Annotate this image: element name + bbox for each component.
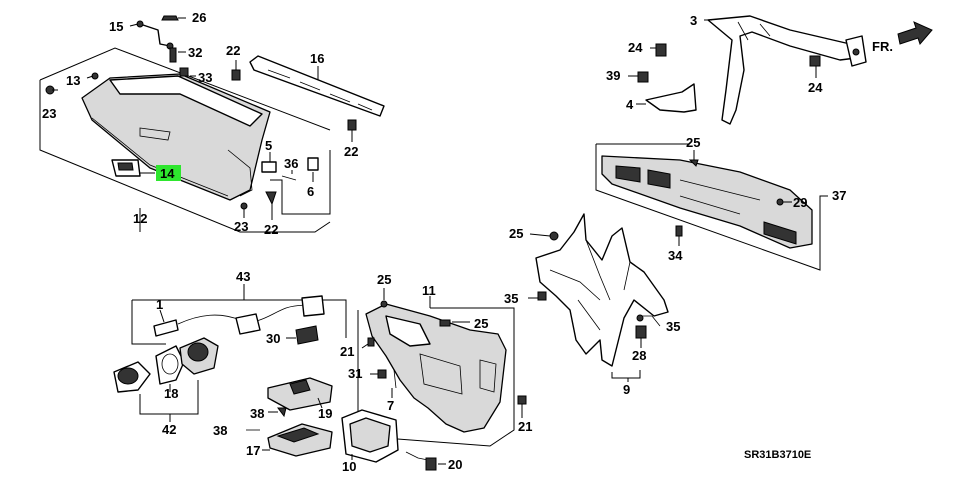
label-part-33: 33 [198, 70, 212, 85]
label-part-25d: 25 [474, 316, 488, 331]
label-part-42: 42 [162, 422, 176, 437]
label-part-25b: 25 [509, 226, 523, 241]
label-part-10: 10 [342, 459, 356, 474]
steering-hanger-group [628, 15, 933, 125]
label-part-4: 4 [626, 97, 634, 112]
label-part-35b: 35 [666, 319, 680, 334]
label-part-36: 36 [284, 156, 298, 171]
label-part-28: 28 [632, 348, 646, 363]
label-part-37: 37 [832, 188, 846, 203]
bracket-4 [645, 83, 697, 113]
part-14-highlight [156, 165, 181, 181]
label-part-12: 12 [133, 211, 147, 226]
label-part-22c: 22 [264, 222, 278, 237]
label-part-15: 15 [109, 19, 123, 34]
center-bracket [535, 213, 669, 367]
label-direction: FR. [872, 39, 893, 54]
label-part-25c: 25 [377, 272, 391, 287]
drawing-code: SR31B3710E [744, 449, 811, 461]
ashtray-group [246, 377, 446, 471]
label-part-21a: 21 [340, 344, 354, 359]
label-part-29: 29 [793, 195, 807, 210]
label-part-35a: 35 [504, 291, 518, 306]
label-part-5: 5 [265, 138, 272, 153]
ashtray-holder-19 [267, 377, 333, 411]
label-part-22b: 22 [344, 144, 358, 159]
stopper-fasteners-group [261, 150, 331, 220]
label-part-1: 1 [156, 297, 163, 312]
label-part-23a: 23 [42, 106, 56, 121]
center-bracket-group [528, 213, 683, 382]
label-part-3: 3 [690, 13, 697, 28]
label-part-43: 43 [236, 269, 250, 284]
lighter-harness [177, 303, 315, 325]
label-part-11: 11 [422, 283, 436, 298]
label-part-23b: 23 [234, 219, 248, 234]
label-part-38b: 38 [213, 423, 227, 438]
label-part-32: 32 [188, 45, 202, 60]
label-part-7: 7 [387, 398, 394, 413]
glove-box-assembly-group [39, 47, 331, 233]
label-part-9: 9 [623, 382, 630, 397]
label-part-21b: 21 [518, 419, 532, 434]
label-part-25a: 25 [686, 135, 700, 150]
label-part-22a: 22 [226, 43, 240, 58]
label-part-24a: 24 [628, 40, 643, 55]
air-duct-group [595, 143, 828, 271]
label-part-39: 39 [606, 68, 620, 83]
glove-box-brace [249, 55, 385, 117]
label-part-13: 13 [66, 73, 80, 88]
label-part-14: 14 [160, 166, 175, 181]
cigarette-lighter-group [113, 284, 347, 422]
label-part-18: 18 [164, 386, 178, 401]
label-part-19: 19 [318, 406, 332, 421]
label-part-6: 6 [307, 184, 314, 199]
label-part-16: 16 [310, 51, 324, 66]
label-part-20: 20 [448, 457, 462, 472]
steering-hanger-beam [707, 15, 857, 125]
label-part-26: 26 [192, 10, 206, 25]
label-part-24b: 24 [808, 80, 823, 95]
label-part-30: 30 [266, 331, 280, 346]
label-part-38a: 38 [250, 406, 264, 421]
lower-cover-group [357, 288, 527, 447]
label-part-31: 31 [348, 366, 362, 381]
label-part-17: 17 [246, 443, 260, 458]
front-direction-arrow [897, 21, 933, 45]
part-number-labels: 15 26 32 33 22 16 13 23 22 5 36 6 14 12 … [42, 10, 893, 474]
glove-box-brace-group [231, 55, 385, 142]
label-part-34: 34 [668, 248, 683, 263]
bracket-fasteners-group [129, 15, 196, 77]
